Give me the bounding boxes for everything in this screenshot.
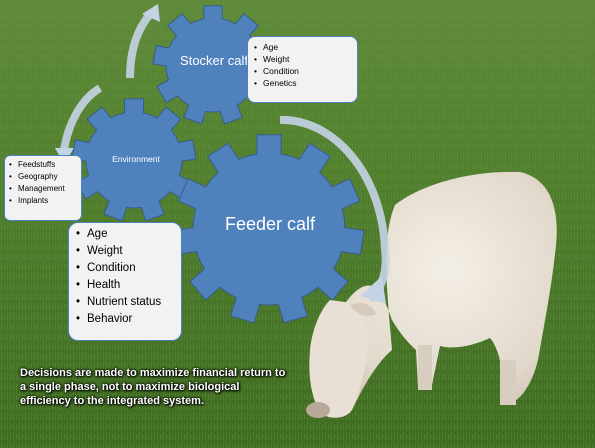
cycle-arrow-top [126, 9, 156, 79]
list-item: Feedstuffs [9, 159, 79, 171]
list-item: Weight [254, 53, 353, 65]
list-item: Health [76, 277, 177, 294]
gear-stocker-calf [152, 5, 274, 125]
gear-stocker-shape [152, 5, 274, 125]
stocker-factors-box: Age Weight Condition Genetics [247, 36, 358, 103]
gear-environment-shape [71, 98, 197, 222]
list-item: Age [76, 226, 177, 243]
environment-factors-list: Feedstuffs Geography Management Implants [7, 159, 79, 207]
list-item: Weight [76, 243, 177, 260]
list-item: Nutrient status [76, 294, 177, 311]
slide-caption: Decisions are made to maximize financial… [20, 367, 286, 407]
gear-feeder-shape [173, 134, 365, 324]
list-item: Condition [76, 260, 177, 277]
list-item: Behavior [76, 311, 177, 328]
cycle-arrowhead-right [360, 276, 386, 304]
gear-label-feeder: Feeder calf [224, 214, 316, 234]
feeder-factors-box: Age Weight Condition Health Nutrient sta… [68, 222, 182, 341]
feeder-factors-list: Age Weight Condition Health Nutrient sta… [75, 226, 177, 328]
stocker-factors-list: Age Weight Condition Genetics [252, 41, 353, 89]
list-item: Implants [9, 195, 79, 207]
environment-factors-box: Feedstuffs Geography Management Implants [4, 155, 82, 221]
list-item: Genetics [254, 77, 353, 89]
gear-feeder-calf [173, 134, 365, 324]
cycle-arrow-left [60, 84, 103, 151]
gear-label-stocker: Stocker calf [180, 53, 248, 68]
gear-environment [71, 98, 197, 222]
cycle-arrowhead-top [142, 4, 160, 22]
cow [306, 171, 557, 418]
list-item: Condition [254, 65, 353, 77]
list-item: Geography [9, 171, 79, 183]
list-item: Management [9, 183, 79, 195]
list-item: Age [254, 41, 353, 53]
gear-label-environment: Environment [112, 154, 160, 164]
